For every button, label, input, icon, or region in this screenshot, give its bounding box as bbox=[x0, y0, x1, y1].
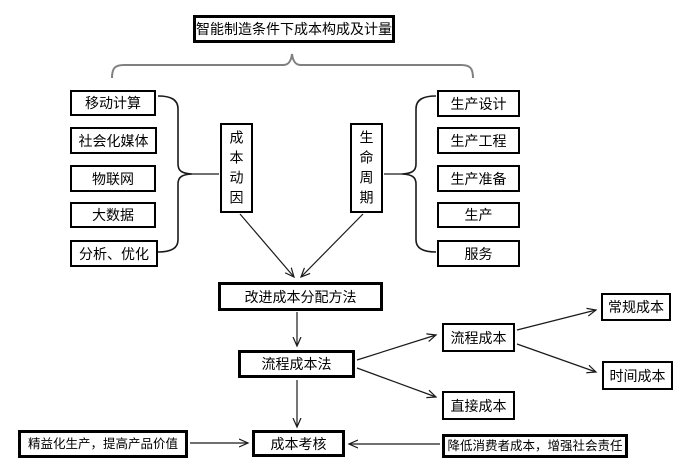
node-improve-cost-allocation: 改进成本分配方法 bbox=[218, 282, 383, 311]
node-lean-production-note: 精益化生产，提高产品价值 bbox=[18, 430, 188, 458]
node-direct-cost: 直接成本 bbox=[442, 391, 515, 420]
node-production-design: 生产设计 bbox=[437, 90, 520, 117]
node-cost-driver: 成本动因 bbox=[220, 123, 253, 213]
arrow-process-to-time-cost bbox=[516, 343, 596, 372]
arrow-cost-driver-to-improve bbox=[239, 213, 294, 277]
node-production-preparation: 生产准备 bbox=[437, 165, 520, 192]
node-process-costing-method: 流程成本法 bbox=[238, 350, 355, 378]
node-analysis-optimization: 分析、优化 bbox=[70, 240, 158, 267]
node-service: 服务 bbox=[437, 240, 520, 267]
node-production-engineering: 生产工程 bbox=[437, 127, 520, 154]
node-time-cost: 时间成本 bbox=[602, 361, 673, 390]
arrow-costing-to-direct-cost bbox=[356, 367, 436, 397]
node-production: 生产 bbox=[437, 202, 520, 228]
brace-top bbox=[111, 53, 474, 79]
node-title: 智能制造条件下成本构成及计量 bbox=[193, 15, 395, 43]
node-regular-cost: 常规成本 bbox=[601, 293, 671, 321]
node-consumer-cost-note: 降低消费者成本，增强社会责任 bbox=[442, 434, 628, 458]
arrow-costing-to-process-cost bbox=[356, 335, 436, 361]
node-mobile-computing: 移动计算 bbox=[70, 90, 156, 116]
brace-right-group bbox=[401, 95, 437, 253]
arrow-process-to-regular-cost bbox=[516, 310, 596, 331]
node-life-cycle: 生命周期 bbox=[350, 123, 383, 213]
node-big-data: 大数据 bbox=[70, 202, 156, 228]
brace-left-group bbox=[157, 95, 193, 253]
node-social-media: 社会化媒体 bbox=[70, 127, 157, 154]
arrow-lifecycle-to-improve bbox=[301, 213, 364, 277]
node-internet-of-things: 物联网 bbox=[70, 165, 156, 192]
node-process-cost: 流程成本 bbox=[442, 323, 515, 352]
node-cost-assessment: 成本考核 bbox=[252, 430, 345, 457]
